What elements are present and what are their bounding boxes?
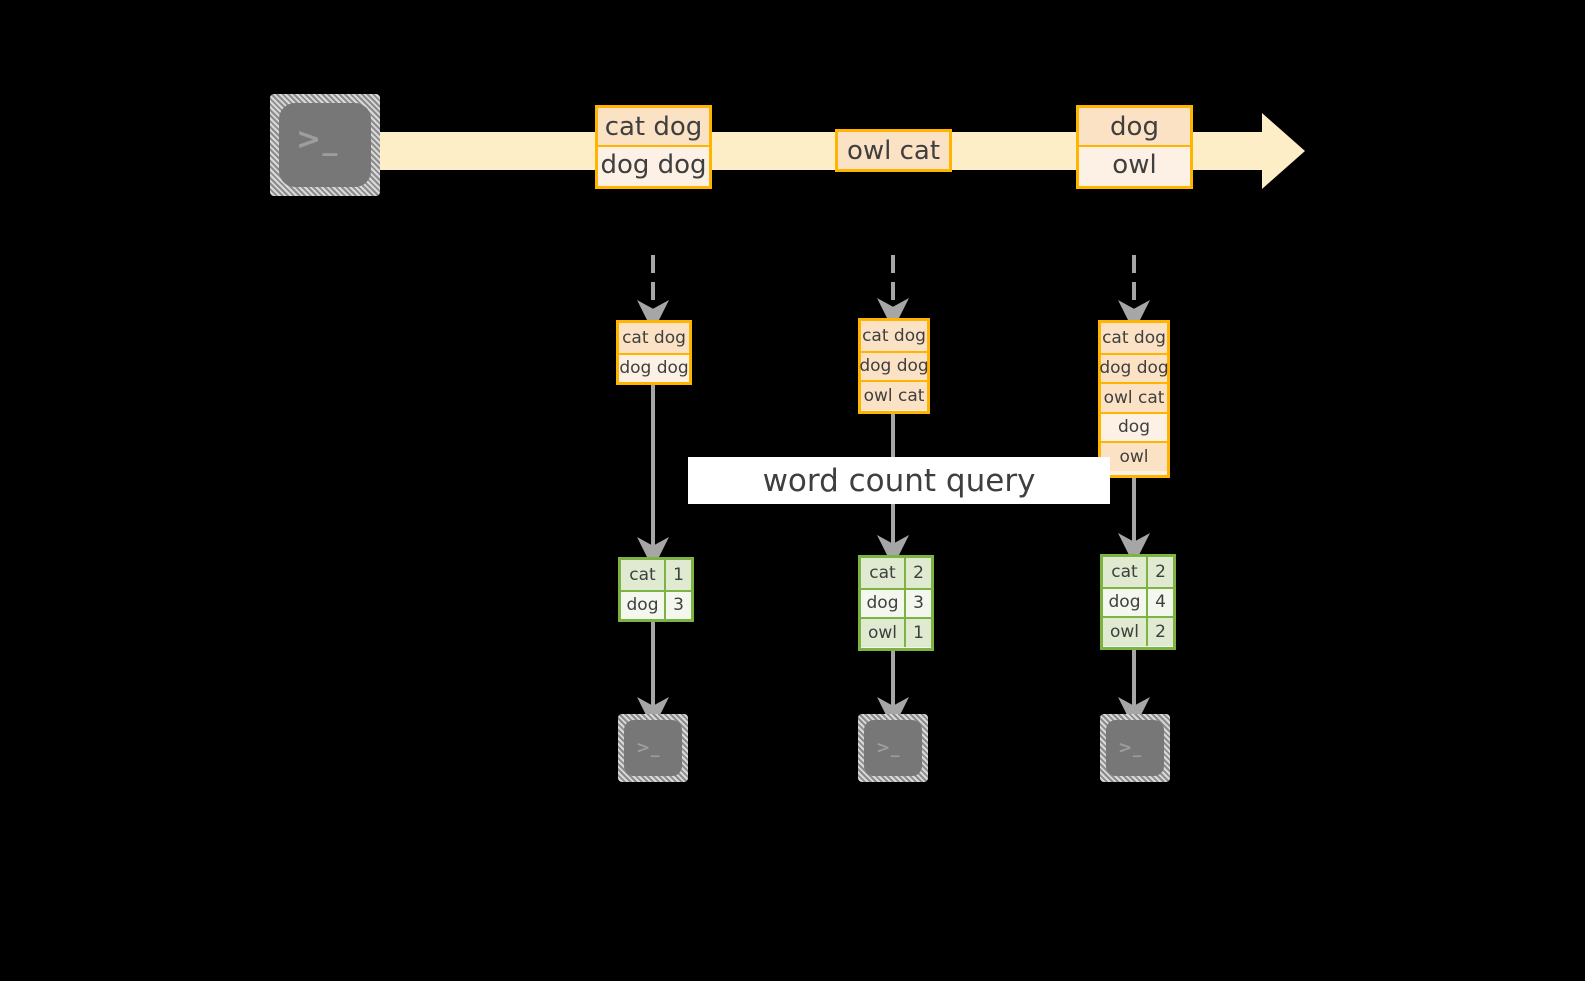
stream-event-3: dog owl: [1076, 105, 1193, 189]
snapshot-row: cat dog: [861, 321, 927, 351]
result-word: owl: [1103, 618, 1146, 646]
snapshot-stack-1: cat dog dog dog: [616, 320, 692, 385]
result-row: cat 1: [621, 560, 691, 590]
result-word: cat: [861, 558, 904, 588]
query-label: word count query: [762, 462, 1036, 499]
query-label-banner: word count query: [688, 457, 1110, 504]
snapshot-row: dog dog: [619, 352, 689, 382]
stream-event-line: owl cat: [838, 132, 949, 169]
stream-event-line: dog: [1079, 108, 1190, 145]
result-table-1: cat 1 dog 3: [618, 557, 694, 622]
snapshot-row: cat dog: [1101, 323, 1167, 353]
snapshot-stack-2: cat dog dog dog owl cat: [858, 318, 930, 414]
sink-terminal-3: >_: [1100, 714, 1170, 782]
result-count: 2: [1146, 557, 1173, 587]
sink-terminal-2: >_: [858, 714, 928, 782]
result-count: 3: [664, 591, 691, 619]
snapshot-row: cat dog: [619, 323, 689, 353]
result-count: 2: [904, 558, 931, 588]
result-row: dog 3: [861, 587, 931, 617]
result-row: owl 2: [1103, 616, 1173, 646]
snapshot-row: owl: [1101, 441, 1167, 471]
snapshot-stack-3: cat dog dog dog owl cat dog owl: [1098, 320, 1170, 478]
result-row: dog 4: [1103, 586, 1173, 616]
result-word: cat: [1103, 557, 1146, 587]
result-count: 2: [1146, 618, 1173, 646]
result-count: 1: [904, 619, 931, 647]
source-terminal-screen: >_: [279, 103, 371, 187]
result-word: dog: [621, 591, 664, 619]
snapshot-row: owl cat: [1101, 382, 1167, 412]
snapshot-row: owl cat: [861, 380, 927, 410]
result-word: dog: [1103, 588, 1146, 616]
sink-terminal-screen: >_: [1106, 720, 1164, 776]
sink-terminal-1: >_: [618, 714, 688, 782]
result-count: 4: [1146, 588, 1173, 616]
snapshot-row: dog dog: [859, 350, 929, 380]
terminal-prompt-icon: >_: [1118, 738, 1143, 758]
terminal-prompt-icon: >_: [876, 738, 901, 758]
stream-event-line: cat dog: [598, 108, 709, 145]
snapshot-row: dog dog: [1099, 352, 1169, 382]
result-row: cat 2: [861, 558, 931, 588]
stream-event-line: dog dog: [598, 145, 709, 182]
result-row: owl 1: [861, 617, 931, 647]
result-row: dog 3: [621, 589, 691, 619]
result-count: 3: [904, 589, 931, 617]
source-terminal-icon: >_: [270, 94, 380, 196]
terminal-prompt-icon: >_: [636, 738, 661, 758]
sink-terminal-screen: >_: [864, 720, 922, 776]
terminal-prompt-icon: >_: [296, 122, 339, 157]
result-table-3: cat 2 dog 4 owl 2: [1100, 554, 1176, 650]
stream-event-1: cat dog dog dog: [595, 105, 712, 189]
result-word: owl: [861, 619, 904, 647]
sink-terminal-screen: >_: [624, 720, 682, 776]
result-count: 1: [664, 560, 691, 590]
result-word: cat: [621, 560, 664, 590]
snapshot-row: dog: [1101, 411, 1167, 441]
result-row: cat 2: [1103, 557, 1173, 587]
stream-event-line: owl: [1079, 145, 1190, 182]
result-word: dog: [861, 589, 904, 617]
result-table-2: cat 2 dog 3 owl 1: [858, 555, 934, 651]
stream-event-2: owl cat: [835, 129, 952, 172]
